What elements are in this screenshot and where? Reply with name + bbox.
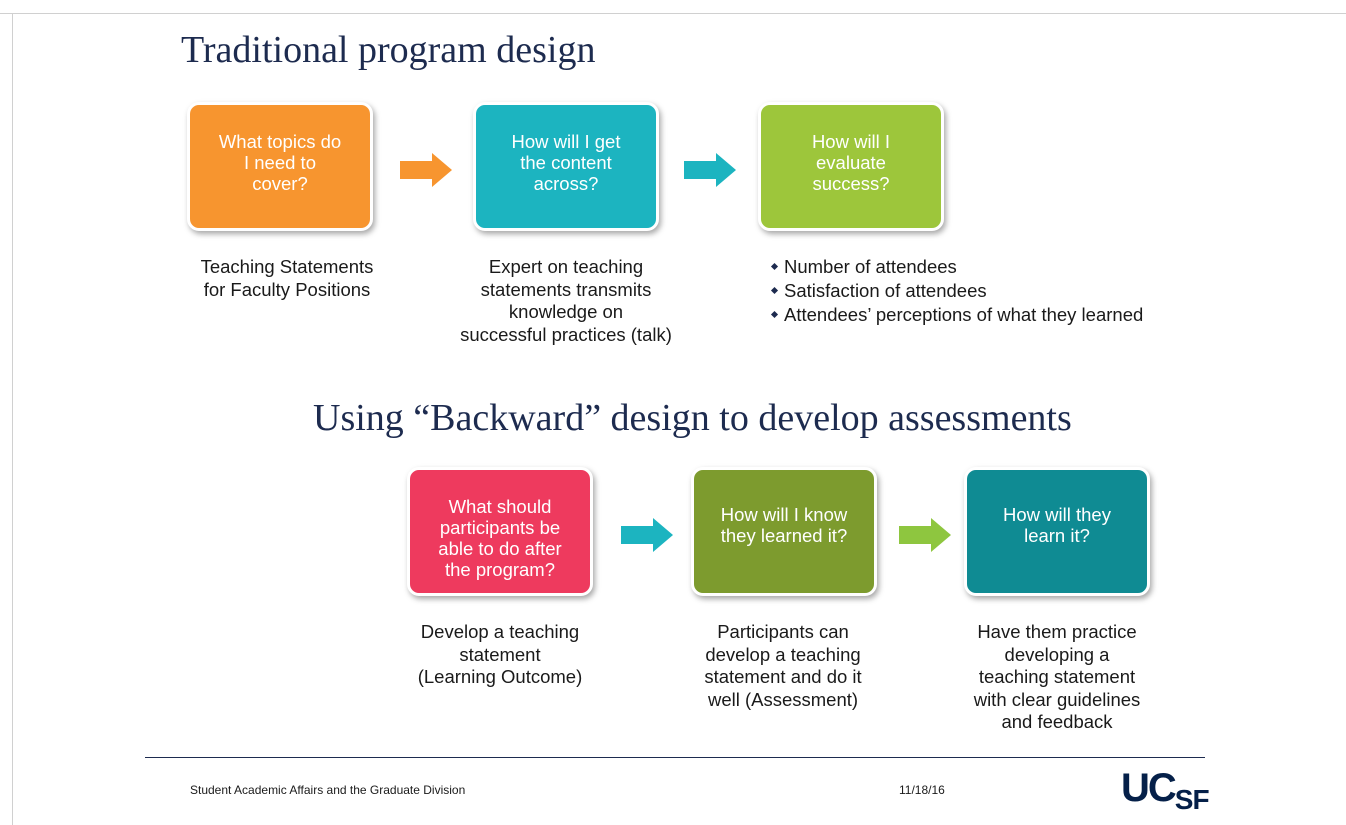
caption-line: Expert on teaching <box>488 256 644 277</box>
title-traditional: Traditional program design <box>181 29 596 71</box>
caption-line: for Faculty Positions <box>203 278 371 300</box>
box-topics-line: What topics do <box>218 131 342 152</box>
box-assessment-line: they learned it? <box>720 525 848 546</box>
box-evaluate-line: success? <box>812 173 890 194</box>
caption-expert: Expert on teaching statements transmits … <box>446 256 686 346</box>
bullet-diamond-icon <box>770 287 779 295</box>
bullet-item: Satisfaction of attendees <box>767 279 1143 303</box>
arrow-right-icon <box>899 518 951 552</box>
box-learning: How will they learn it? <box>964 467 1150 596</box>
slide-border-top <box>0 13 1346 14</box>
box-learning-line: How will they <box>1003 504 1111 525</box>
caption-line: teaching statement <box>978 666 1136 687</box>
caption-line: developing a <box>1004 643 1110 665</box>
box-outcome: What should participants be able to do a… <box>407 467 593 596</box>
box-evaluate-line: evaluate <box>816 152 886 173</box>
box-topics: What topics do I need to cover? <box>187 102 373 231</box>
arrow-right-icon <box>621 518 673 552</box>
bullet-text: Attendees’ perceptions of what they lear… <box>784 304 1144 325</box>
caption-line: well (Assessment) <box>707 688 859 710</box>
box-topics-line: I need to <box>243 152 316 173</box>
box-content-line: the content <box>520 152 612 173</box>
footer-divider <box>145 757 1205 758</box>
caption-line: successful practices (talk) <box>460 323 672 345</box>
box-outcome-line: the program? <box>444 559 556 580</box>
box-content-line: How will I get <box>511 131 621 152</box>
caption-line: develop a teaching <box>705 643 861 665</box>
box-topics-line: cover? <box>252 173 308 194</box>
arrow-right-icon <box>684 153 736 187</box>
ucsf-logo: UCSF <box>1121 766 1210 815</box>
logo-sub: SF <box>1174 784 1210 815</box>
box-content: How will I get the content across? <box>473 102 659 231</box>
box-outcome-line: What should <box>448 496 552 517</box>
title-backward: Using “Backward” design to develop asses… <box>313 397 1072 439</box>
bullet-diamond-icon <box>770 263 779 271</box>
caption-line: knowledge on <box>508 301 624 322</box>
box-assessment: How will I know they learned it? <box>691 467 877 596</box>
caption-learning-outcome: Develop a teaching statement (Learning O… <box>385 621 615 689</box>
bullet-item: Number of attendees <box>767 255 1143 279</box>
logo-main: UC <box>1121 766 1177 810</box>
caption-line: Develop a teaching <box>420 621 580 642</box>
bullet-diamond-icon <box>770 311 779 319</box>
caption-assessment: Participants can develop a teaching stat… <box>677 621 889 711</box>
slide-border-left <box>12 13 13 825</box>
box-learning-line: learn it? <box>1024 525 1090 546</box>
caption-line: with clear guidelines <box>973 688 1141 710</box>
box-evaluate: How will I evaluate success? <box>758 102 944 231</box>
bullet-text: Number of attendees <box>784 256 957 277</box>
caption-line: and feedback <box>1001 711 1113 732</box>
box-content-line: across? <box>533 173 599 194</box>
arrow-right-icon <box>400 153 452 187</box>
caption-line: statement <box>459 643 541 665</box>
bullet-text: Satisfaction of attendees <box>784 280 987 301</box>
box-outcome-line: able to do after <box>438 538 562 559</box>
footer-organization: Student Academic Affairs and the Graduat… <box>190 783 466 797</box>
caption-line: (Learning Outcome) <box>417 666 583 687</box>
evaluation-bullet-list: Number of attendees Satisfaction of atte… <box>767 255 1143 327</box>
caption-teaching-statements: Teaching Statements for Faculty Position… <box>172 256 402 301</box>
box-assessment-line: How will I know <box>720 504 848 525</box>
footer-date: 11/18/16 <box>899 783 945 797</box>
caption-line: statement and do it <box>704 666 862 687</box>
caption-line: statements transmits <box>480 278 652 300</box>
caption-line: Teaching Statements <box>200 256 374 277</box>
bullet-item: Attendees’ perceptions of what they lear… <box>767 303 1143 327</box>
box-evaluate-line: How will I <box>811 131 891 152</box>
caption-line: Participants can <box>717 621 849 642</box>
box-outcome-line: participants be <box>439 517 561 538</box>
caption-practice: Have them practice developing a teaching… <box>951 621 1163 734</box>
caption-line: Have them practice <box>977 621 1137 642</box>
